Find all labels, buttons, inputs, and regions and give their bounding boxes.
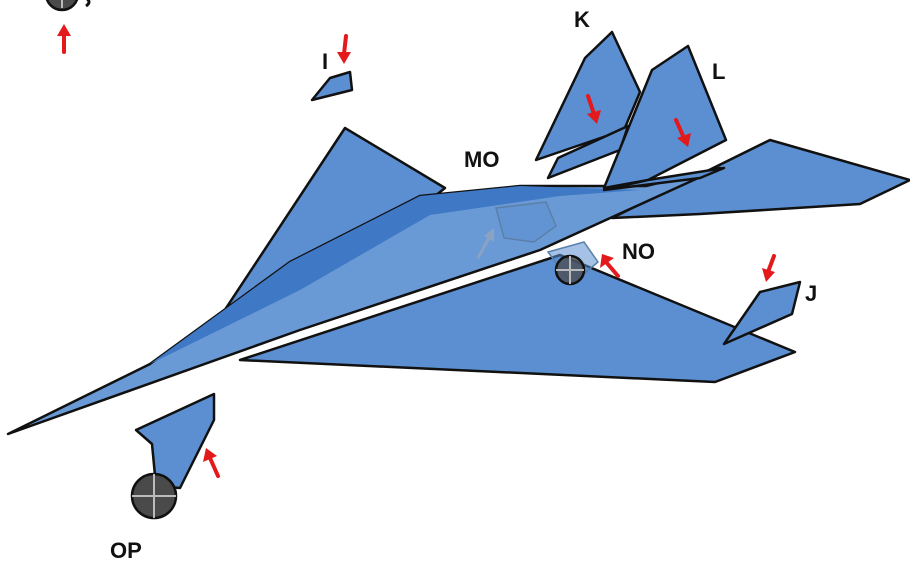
label-i: I — [322, 49, 328, 74]
label-j: J — [805, 281, 817, 306]
arrow-i — [337, 34, 351, 64]
fin-l-base — [602, 166, 726, 192]
wingtip-j — [722, 280, 802, 346]
canard-i — [310, 70, 354, 102]
label-no: NO — [622, 239, 655, 264]
wheel-op — [130, 472, 178, 520]
right-stabilizer — [610, 138, 910, 220]
wheel-no — [554, 254, 586, 286]
arrow-top-left — [57, 24, 71, 54]
partial-letter-glyph — [85, 0, 91, 8]
fuselage-spine — [150, 186, 640, 364]
label-l: L — [712, 59, 725, 84]
arrow-op — [203, 448, 220, 478]
arrow-mo-faded — [476, 228, 494, 259]
gear-door-op — [134, 392, 216, 490]
arrow-l — [674, 118, 691, 147]
arrow-no — [600, 254, 620, 278]
arrow-k — [586, 94, 601, 124]
label-mo: MO — [464, 147, 499, 172]
intake-ghost — [495, 201, 557, 243]
partial-wheel-top — [45, 0, 91, 12]
label-op: OP — [110, 538, 142, 562]
right-wing — [238, 253, 797, 384]
label-k: K — [574, 7, 590, 32]
arrow-j — [762, 254, 776, 282]
